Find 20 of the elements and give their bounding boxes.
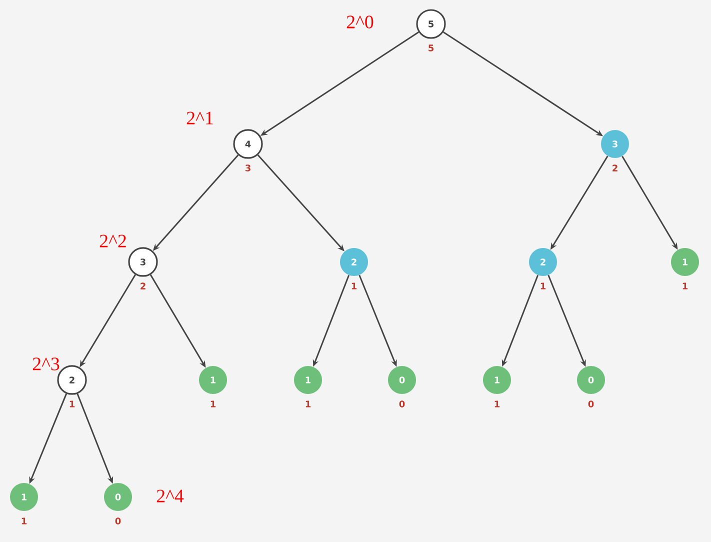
node-count: 1	[22, 518, 27, 524]
level-label: 2^0	[346, 16, 374, 28]
node-count: 2	[140, 282, 146, 290]
node-count: 2	[612, 164, 618, 172]
node-count: 1	[70, 400, 75, 408]
level-label: 2^3	[32, 358, 60, 370]
level-label: 2^1	[186, 112, 213, 124]
node-count: 1	[306, 400, 310, 408]
node-count: 1	[682, 282, 688, 290]
level-label: 2^2	[100, 234, 126, 248]
node-count: 1	[352, 282, 356, 290]
level-label: 2^4	[156, 490, 184, 502]
node-count: 0	[399, 400, 405, 408]
node-count: 0	[115, 518, 121, 524]
node-count: 1	[210, 400, 216, 408]
node-count: 3	[245, 164, 250, 172]
node-count: 1	[540, 282, 546, 290]
node-count: 5	[428, 44, 434, 52]
node-count: 1	[494, 400, 500, 408]
node-count: 0	[588, 400, 594, 408]
